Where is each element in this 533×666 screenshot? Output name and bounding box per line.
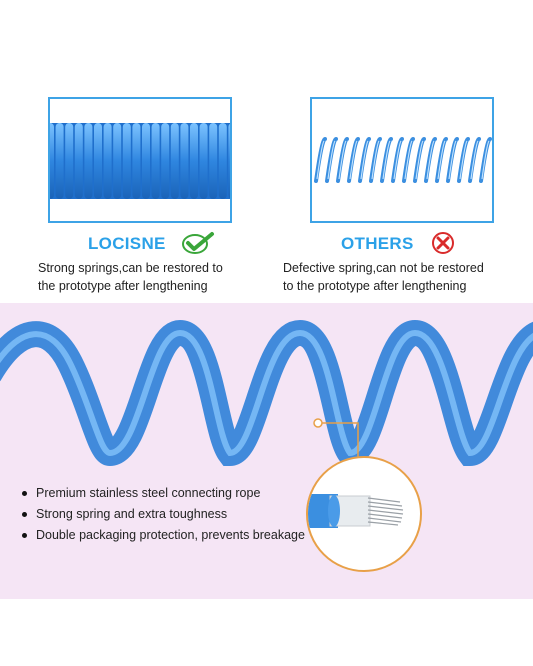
loose-coil-highlight — [338, 140, 347, 180]
large-spring-illustration — [0, 319, 533, 467]
coil-loop — [161, 123, 170, 199]
coil-loop — [190, 123, 198, 199]
coil-loop — [170, 123, 179, 199]
tight-coil-illustration — [50, 123, 230, 199]
coil-loop — [209, 123, 218, 199]
loose-coil-highlight — [470, 140, 479, 180]
loose-coil-highlight — [371, 140, 380, 180]
loose-coil-highlight — [382, 140, 391, 180]
loose-coil-highlight — [448, 140, 457, 180]
coil-loop — [199, 123, 208, 199]
loose-coil-highlight — [316, 140, 325, 180]
green-check-icon — [182, 232, 214, 254]
loose-coil-highlight — [393, 140, 402, 180]
loose-coil-illustration — [314, 137, 492, 183]
feature-item: Strong spring and extra toughness — [22, 504, 312, 525]
others-description-line2: to the prototype after lengthening — [283, 279, 467, 293]
coil-loop — [151, 123, 160, 199]
locisne-description-line2: the prototype after lengthening — [38, 279, 208, 293]
coil-loop — [55, 123, 64, 199]
feature-item: Double packaging protection, prevents br… — [22, 525, 306, 546]
coil-loop — [94, 123, 102, 199]
coil-loop — [113, 123, 122, 199]
others-label: OTHERS — [341, 234, 414, 253]
coil-loop — [103, 123, 112, 199]
feature-item: Premium stainless steel connecting rope — [22, 483, 312, 504]
loose-coil-highlight — [415, 140, 424, 180]
coil-loop — [50, 123, 54, 199]
loose-coil-highlight — [404, 140, 413, 180]
feature-panel — [0, 303, 533, 599]
coil-loop — [228, 123, 230, 199]
loose-coil-highlight — [360, 140, 369, 180]
coil-loop — [218, 123, 227, 199]
coil-loop — [180, 123, 189, 199]
locisne-coil-photo — [48, 97, 232, 223]
feature-list: Premium stainless steel connecting rope … — [22, 483, 312, 546]
loose-coil-highlight — [481, 140, 490, 180]
loose-coil-highlight — [459, 140, 468, 180]
locisne-label: LOCISNE — [88, 234, 166, 253]
locisne-description: Strong springs,can be restored to the pr… — [38, 259, 223, 295]
loose-coil-highlight — [327, 140, 336, 180]
loose-coil-highlight — [437, 140, 446, 180]
others-description: Defective spring,can not be restored to … — [283, 259, 484, 295]
coil-loop — [132, 123, 141, 199]
loose-coil-highlight — [426, 140, 435, 180]
others-description-line1: Defective spring,can not be restored — [283, 261, 484, 275]
locisne-description-line1: Strong springs,can be restored to — [38, 261, 223, 275]
loose-coil-highlight — [349, 140, 358, 180]
coil-loop — [65, 123, 74, 199]
steel-wire-core-illustration — [308, 494, 404, 528]
others-coil-photo — [310, 97, 494, 223]
steel-core-zoom — [306, 456, 422, 572]
coil-loop — [142, 123, 150, 199]
coil-loop — [122, 123, 131, 199]
coil-loop — [84, 123, 93, 199]
coil-loop — [74, 123, 83, 199]
red-x-icon — [432, 232, 454, 254]
